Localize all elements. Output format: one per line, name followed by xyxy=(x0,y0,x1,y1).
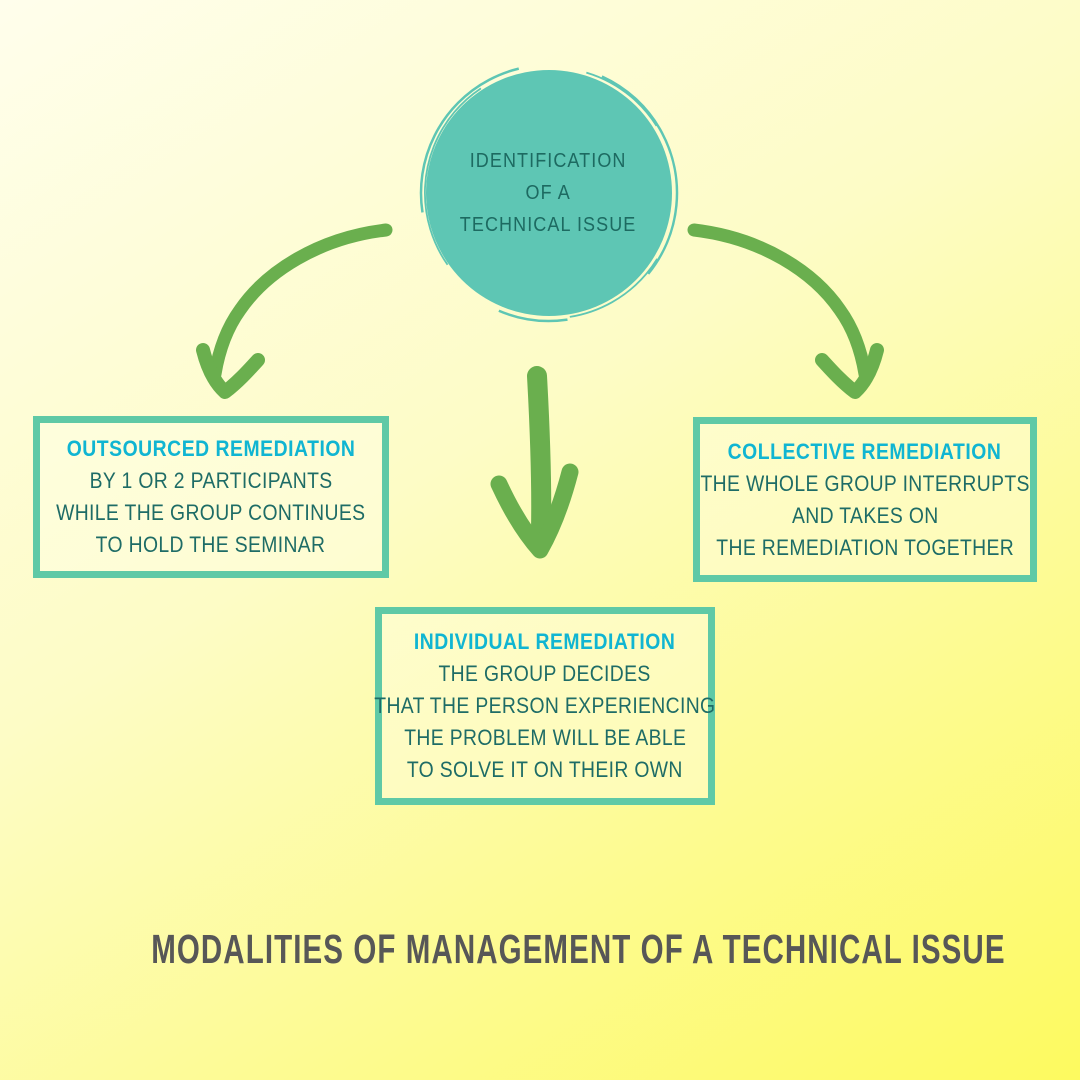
individual-remediation-line: THAT THE PERSON EXPERIENCING xyxy=(374,693,716,718)
arrow-down-icon xyxy=(490,366,579,559)
collective-remediation-heading: COLLECTIVE REMEDIATION xyxy=(728,438,1002,464)
outsourced-remediation-heading: OUTSOURCED REMEDIATION xyxy=(66,436,356,461)
curved-arrow-down-right-icon xyxy=(687,223,884,399)
root-node-label: IDENTIFICATION OF A TECHNICAL ISSUE xyxy=(423,70,673,315)
collective-remediation-line: AND TAKES ON xyxy=(791,502,939,528)
diagram-title: MODALITIES OF MANAGEMENT OF A TECHNICAL … xyxy=(151,926,1006,972)
individual-remediation-heading: INDIVIDUAL REMEDIATION xyxy=(414,629,676,654)
individual-remediation-box: INDIVIDUAL REMEDIATION THE GROUP DECIDES… xyxy=(374,607,716,805)
outsourced-remediation-line: TO HOLD THE SEMINAR xyxy=(96,532,326,557)
individual-remediation-line: THE GROUP DECIDES xyxy=(438,661,652,686)
individual-remediation-line: TO SOLVE IT ON THEIR OWN xyxy=(407,757,683,782)
outsourced-remediation-line: WHILE THE GROUP CONTINUES xyxy=(56,500,366,525)
root-node-line: IDENTIFICATION xyxy=(469,149,627,172)
collective-remediation-line: THE REMEDIATION TOGETHER xyxy=(716,534,1014,560)
individual-remediation-line: THE PROBLEM WILL BE ABLE xyxy=(403,725,687,750)
outsourced-remediation-line: BY 1 OR 2 PARTICIPANTS xyxy=(89,468,333,493)
collective-remediation-box: COLLECTIVE REMEDIATION THE WHOLE GROUP I… xyxy=(693,417,1037,582)
outsourced-remediation-box: OUTSOURCED REMEDIATION BY 1 OR 2 PARTICI… xyxy=(33,416,389,578)
root-node-line: OF A xyxy=(525,181,571,204)
curved-arrow-down-left-icon xyxy=(196,223,393,399)
collective-remediation-line: THE WHOLE GROUP INTERRUPTS xyxy=(700,470,1030,496)
root-node-circle xyxy=(419,63,679,323)
root-node-line: TECHNICAL ISSUE xyxy=(459,213,637,236)
